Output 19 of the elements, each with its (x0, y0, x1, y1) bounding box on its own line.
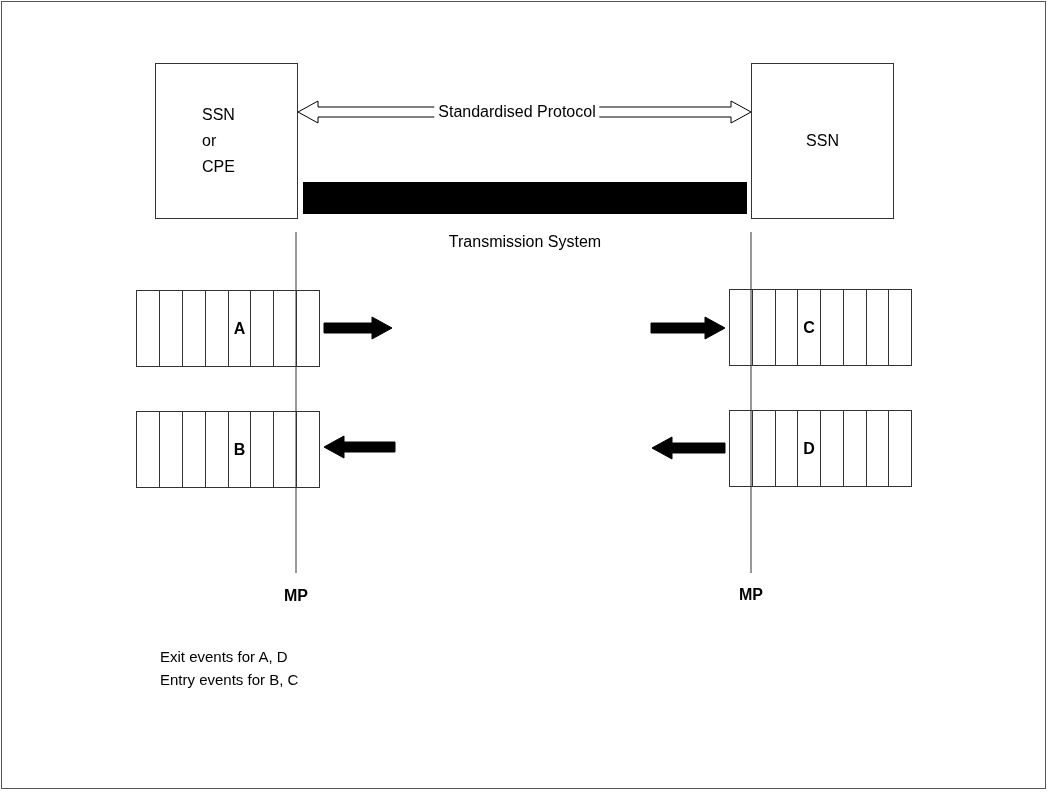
note-text: Entry events for B, C (160, 671, 299, 688)
packet-frame (729, 410, 912, 487)
system-box (751, 63, 894, 219)
packet-frame (136, 411, 320, 488)
box-label: SSN (805, 131, 840, 151)
arrow (323, 316, 393, 340)
measurement-point-label: MP (739, 586, 763, 604)
note-text: Exit events for A, D (160, 648, 288, 665)
arrow (651, 436, 726, 460)
box-label: SSN or CPE (202, 105, 236, 177)
system-box (155, 63, 298, 219)
packet-frame (136, 290, 320, 367)
packet-frame (729, 289, 912, 366)
edge-label: Standardised Protocol (434, 103, 600, 121)
bar-caption: Transmission System (448, 233, 602, 251)
arrow (323, 435, 396, 459)
transmission-bar (303, 182, 747, 214)
arrow (650, 316, 726, 340)
measurement-point-label: MP (284, 587, 308, 605)
